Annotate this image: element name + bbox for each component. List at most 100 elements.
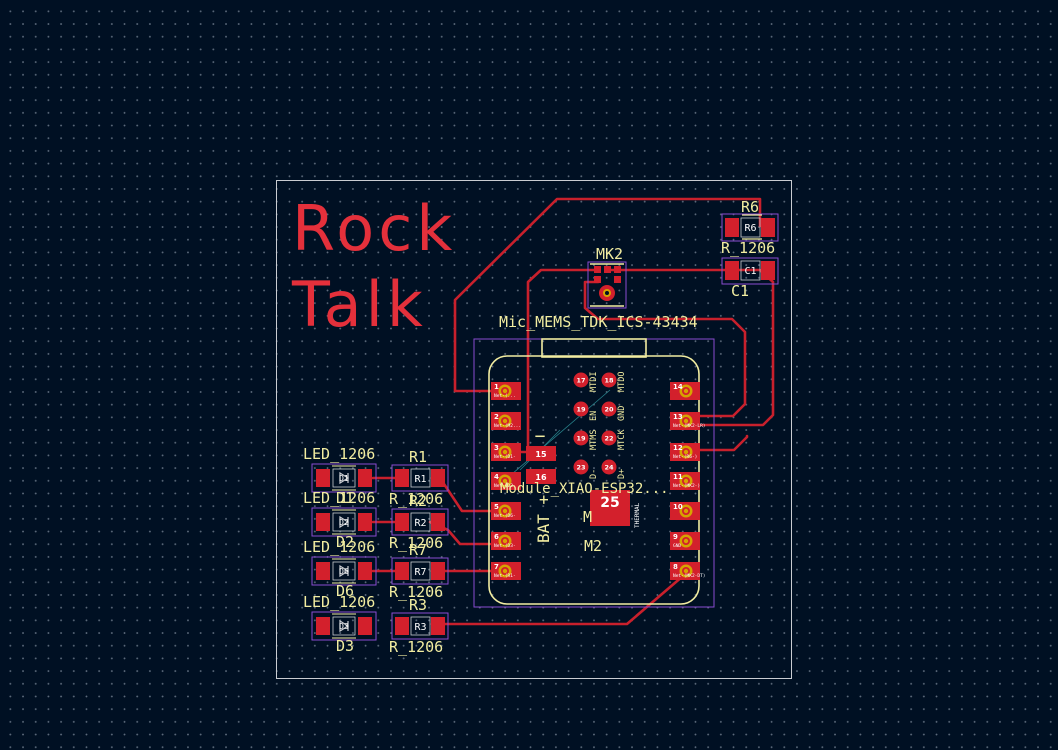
led-pad-1[interactable] <box>316 562 330 580</box>
pin-number: 10 <box>673 503 683 511</box>
mic-pad[interactable] <box>594 276 601 283</box>
led-pad-2[interactable] <box>358 562 372 580</box>
bat-minus-pad[interactable] <box>526 446 556 461</box>
led-pad-1[interactable] <box>316 513 330 531</box>
led-pad-2[interactable] <box>358 513 372 531</box>
r6-value-label: R_1206 <box>721 239 775 257</box>
c1-pad-1[interactable] <box>725 261 739 280</box>
pin-drill-hole <box>683 418 689 424</box>
resistor-pad-2[interactable] <box>431 617 445 635</box>
resistor-body <box>410 512 431 532</box>
resistor-pad-1[interactable] <box>395 513 409 531</box>
bottom-pad-circle <box>601 401 617 417</box>
mic-pad[interactable] <box>604 266 611 273</box>
resistor-pad-2[interactable] <box>431 513 445 531</box>
bat-plus-pad-number: 16 <box>535 473 547 482</box>
resistor-pad-1[interactable] <box>395 562 409 580</box>
mic-pad[interactable] <box>614 276 621 283</box>
bottom-pad-circle <box>573 401 589 417</box>
resistor-courtyard <box>391 557 449 585</box>
led-pad-2[interactable] <box>358 617 372 635</box>
pin-drill-hole <box>683 538 689 544</box>
resistor-body-label: R7 <box>414 567 426 578</box>
led-body <box>332 616 356 636</box>
resistor-reference: R3 <box>409 596 427 614</box>
bottom-pad-label: MTDO <box>617 372 627 392</box>
pin-net-label: Net-(D2- <box>494 483 516 489</box>
c1-footprint[interactable]: C1 C1 <box>721 257 779 300</box>
led-pad-1[interactable] <box>316 617 330 635</box>
led-reference: D1 <box>336 489 354 507</box>
led-pad-1[interactable] <box>316 469 330 487</box>
pin-drill-hole <box>683 478 689 484</box>
board-outline <box>276 180 792 679</box>
resistor-pad-2[interactable] <box>431 562 445 580</box>
right-pin-10[interactable]: 10 <box>670 502 700 520</box>
r6-footprint[interactable]: R6 R6 R_1206 <box>721 198 779 257</box>
fab-line <box>504 389 611 481</box>
left-pin-2[interactable]: 2Net-(M2... <box>491 412 521 430</box>
resistor-body-label: R1 <box>414 474 426 485</box>
bottom-pad-d-[interactable]: 23D- <box>573 459 600 480</box>
c1-pad-2[interactable] <box>761 261 775 280</box>
r6-reference: R6 <box>741 198 759 216</box>
left-pin-1[interactable]: 1Net-(... <box>491 382 521 400</box>
pin-number: 6 <box>494 533 499 541</box>
resistor-pad-2[interactable] <box>431 469 445 487</box>
led-courtyard <box>311 556 377 586</box>
title-line-2: Talk <box>291 268 427 341</box>
bat-plus-pad[interactable] <box>526 469 556 484</box>
r6-pad-1[interactable] <box>725 218 739 237</box>
pin-number: 1 <box>494 383 499 391</box>
pin-number: 8 <box>673 563 678 571</box>
mic-mk2-footprint[interactable]: MK2 Mic_MEMS_TDK_ICS-43434 <box>499 245 698 331</box>
pin-drill-hole <box>502 449 508 455</box>
led-value-label: LED_1206 <box>303 489 375 507</box>
bottom-pad-circle <box>573 372 589 388</box>
led-value-label: LED_1206 <box>303 538 375 556</box>
r6-pad-2[interactable] <box>761 218 775 237</box>
mic-value-label: Mic_MEMS_TDK_ICS-43434 <box>499 313 698 331</box>
resistor-body <box>410 616 431 636</box>
led-diode-symbol-icon <box>339 619 350 633</box>
right-pin-14[interactable]: 14 <box>670 382 700 400</box>
pin-net-label: Net-(D6- <box>494 513 516 519</box>
bottom-pad-d+[interactable]: 24D+ <box>601 459 628 480</box>
bottom-pad-label: GND <box>617 406 627 421</box>
resistor-pad-1[interactable] <box>395 469 409 487</box>
resistor-pad-1[interactable] <box>395 617 409 635</box>
mic-pad[interactable] <box>594 266 601 273</box>
bottom-pad-circle <box>573 459 589 475</box>
led-pad-2[interactable] <box>358 469 372 487</box>
thermal-pad[interactable] <box>590 490 630 526</box>
mic-pad[interactable] <box>614 266 621 273</box>
